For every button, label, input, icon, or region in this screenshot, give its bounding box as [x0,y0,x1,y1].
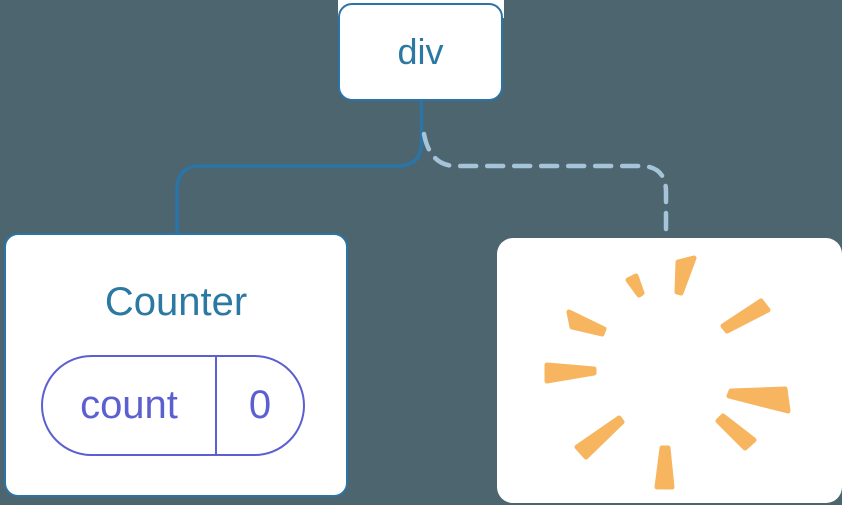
poof-rays [544,255,791,490]
state-pill: count 0 [41,355,305,456]
div-node-label: div [397,31,444,72]
tree-node-div: div [338,3,503,101]
solid-edge-div-to-counter [175,100,424,236]
state-key-label: count [80,383,178,427]
dashed-edge-div-to-removed [421,131,669,242]
tree-node-removed [497,238,842,503]
state-pill-divider [215,357,217,454]
state-value: 0 [248,383,272,427]
tree-node-counter: Counter count 0 [4,233,348,497]
poof-burst-icon [544,255,791,490]
counter-title: Counter [104,280,248,324]
